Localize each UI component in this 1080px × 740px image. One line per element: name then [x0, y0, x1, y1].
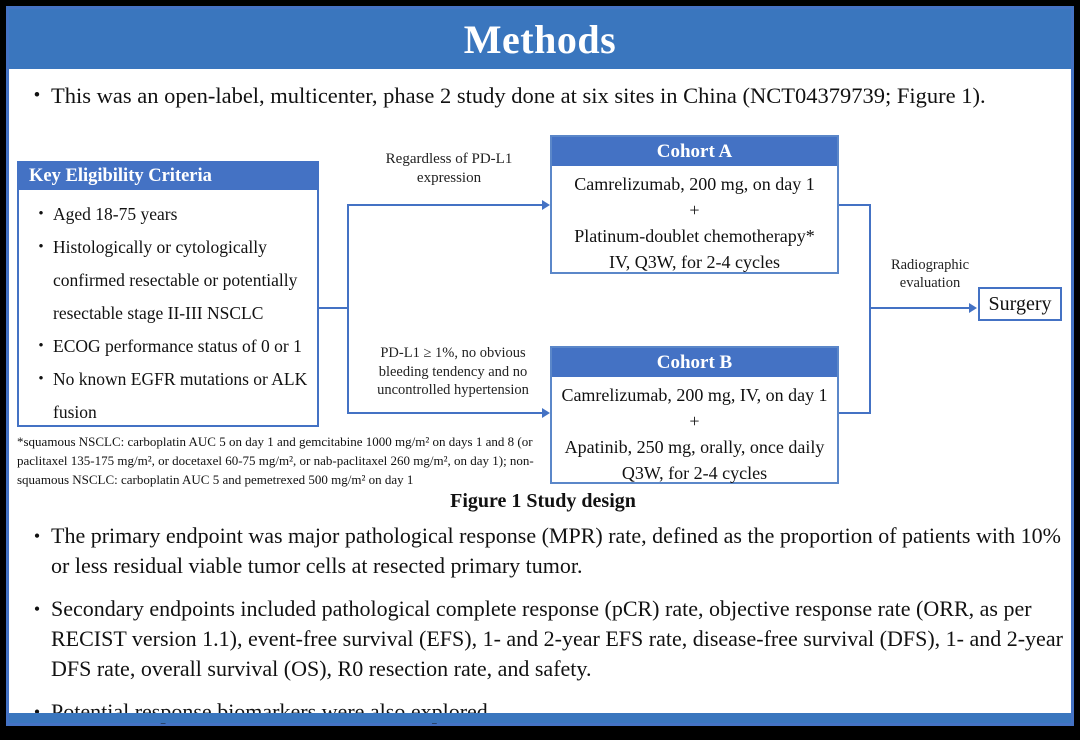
slide-frame: Methods • This was an open-label, multic… [6, 6, 1074, 726]
endpoint-bullet: • Secondary endpoints included pathologi… [23, 594, 1069, 684]
key-eligibility-item: • No known EGFR mutations or ALK fusion [29, 363, 311, 429]
endpoint-bullet-list: • The primary endpoint was major patholo… [23, 521, 1069, 740]
bullet-marker: • [33, 526, 41, 546]
key-eligibility-item-text: ECOG performance status of 0 or 1 [53, 336, 302, 356]
arrowhead-icon [542, 408, 550, 418]
intro-bullet-text: This was an open-label, multicenter, pha… [51, 83, 986, 108]
key-eligibility-list: • Aged 18-75 years • Histologically or c… [19, 198, 317, 429]
cohort-b-box: Cohort B Camrelizumab, 200 mg, IV, on da… [550, 346, 839, 484]
bullet-marker: • [38, 239, 44, 255]
cohort-a-box: Cohort A Camrelizumab, 200 mg, on day 1 … [550, 135, 839, 274]
flow-line-to-cohort-b [347, 412, 542, 414]
cohort-b-line: + [689, 411, 700, 431]
bullet-marker: • [33, 85, 41, 106]
flow-line-branch-vertical [347, 204, 349, 414]
bullet-marker: • [33, 702, 41, 722]
flow-line-key-out [317, 307, 348, 309]
bullet-marker: • [38, 338, 44, 354]
chemo-footnote: *squamous NSCLC: carboplatin AUC 5 on da… [17, 434, 534, 487]
cohort-b-header: Cohort B [552, 348, 837, 377]
cohort-a-line: Platinum-doublet chemotherapy* [574, 226, 815, 246]
endpoint-bullet: • The primary endpoint was major patholo… [23, 521, 1069, 581]
cohort-a-body: Camrelizumab, 200 mg, on day 1 + Platinu… [552, 166, 837, 279]
branch-label-bottom: PD-L1 ≥ 1%, no obvious bleeding tendency… [377, 345, 529, 398]
key-eligibility-item-text: No known EGFR mutations or ALK fusion [53, 369, 308, 422]
branch-label-top: Regardless of PD-L1 expression [385, 151, 513, 186]
flow-line-cohort-b-out [839, 412, 871, 414]
arrowhead-icon [542, 200, 550, 210]
page-title: Methods [463, 16, 617, 62]
evaluation-label: Radiographic evaluation [890, 257, 970, 291]
cohort-b-line: Apatinib, 250 mg, orally, once daily [564, 437, 825, 457]
bullet-marker: • [38, 371, 44, 387]
cohort-a-header: Cohort A [552, 137, 837, 166]
title-bar: Methods [9, 9, 1071, 69]
key-eligibility-header: Key Eligibility Criteria [19, 163, 317, 190]
flow-line-merge-vertical [869, 204, 871, 414]
endpoint-bullet-text: Secondary endpoints included pathologica… [51, 596, 1063, 681]
key-eligibility-item: • ECOG performance status of 0 or 1 [29, 330, 311, 363]
key-eligibility-item: • Histologically or cytologically confir… [29, 231, 311, 330]
cohort-b-line: Camrelizumab, 200 mg, IV, on day 1 [561, 385, 828, 405]
study-design-diagram: Key Eligibility Criteria • Aged 18-75 ye… [9, 120, 1077, 520]
bullet-marker: • [33, 599, 41, 619]
cohort-b-body: Camrelizumab, 200 mg, IV, on day 1 + Apa… [552, 377, 837, 490]
bullet-marker: • [38, 206, 44, 222]
key-eligibility-item-text: Aged 18-75 years [53, 204, 178, 224]
bottom-accent-bar [9, 713, 1071, 723]
flow-line-to-cohort-a [347, 204, 542, 206]
key-eligibility-item-text: Histologically or cytologically confirme… [53, 237, 298, 323]
cohort-a-line: + [689, 200, 700, 220]
flow-line-to-surgery [869, 307, 969, 309]
cohort-a-line: IV, Q3W, for 2-4 cycles [609, 252, 780, 272]
figure-caption: Figure 1 Study design [450, 490, 636, 512]
intro-bullet: • This was an open-label, multicenter, p… [23, 81, 1063, 111]
surgery-box: Surgery [978, 287, 1062, 321]
flow-line-cohort-a-out [839, 204, 871, 206]
key-eligibility-item: • Aged 18-75 years [29, 198, 311, 231]
endpoint-bullet-text: The primary endpoint was major pathologi… [51, 523, 1061, 578]
arrowhead-icon [969, 303, 977, 313]
key-eligibility-box: Key Eligibility Criteria • Aged 18-75 ye… [17, 161, 319, 427]
cohort-a-line: Camrelizumab, 200 mg, on day 1 [574, 174, 815, 194]
cohort-b-line: Q3W, for 2-4 cycles [621, 463, 768, 483]
